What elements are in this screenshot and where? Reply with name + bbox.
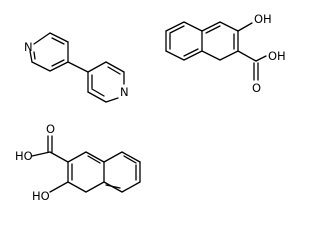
bond bbox=[49, 181, 69, 193]
hydroxynaphthoic-acid-top-structure: OH OH O bbox=[165, 12, 286, 95]
bond bbox=[219, 21, 239, 32]
hydroxyl-label: HO bbox=[32, 189, 50, 203]
bond bbox=[219, 50, 239, 61]
double-bond bbox=[107, 66, 121, 75]
double-bond bbox=[169, 25, 185, 34]
bond bbox=[87, 91, 107, 103]
bond bbox=[49, 151, 69, 163]
bond bbox=[31, 151, 51, 157]
bond bbox=[121, 181, 141, 193]
bond bbox=[67, 151, 87, 163]
bond bbox=[201, 21, 221, 32]
bond bbox=[165, 50, 185, 61]
bond bbox=[49, 61, 69, 72]
bond bbox=[183, 21, 203, 32]
bond bbox=[255, 55, 267, 62]
bond bbox=[165, 21, 185, 32]
bond bbox=[33, 32, 51, 45]
bipyridine-structure: N N bbox=[24, 32, 129, 103]
bond bbox=[237, 50, 257, 62]
bond bbox=[49, 32, 69, 43]
bond bbox=[87, 61, 107, 73]
nitrogen-label: N bbox=[24, 40, 33, 54]
structure-canvas: N N OH OH O O bbox=[15, 12, 286, 203]
bond bbox=[31, 61, 51, 72]
double-bond bbox=[33, 51, 36, 60]
bond bbox=[67, 61, 89, 73]
double-bond bbox=[87, 155, 101, 164]
bond bbox=[183, 50, 203, 61]
double-bond bbox=[91, 88, 105, 97]
bond bbox=[237, 22, 253, 32]
double-bond bbox=[205, 25, 221, 34]
bond bbox=[121, 151, 141, 163]
bond bbox=[67, 181, 87, 193]
carbonyl-oxygen-label: O bbox=[46, 122, 55, 136]
double-bond bbox=[51, 37, 65, 45]
bond bbox=[105, 97, 119, 103]
carbonyl-oxygen-label: O bbox=[252, 81, 261, 95]
bond bbox=[85, 151, 105, 163]
bond bbox=[85, 181, 105, 193]
acid-hydroxyl-label: OH bbox=[268, 49, 286, 63]
bond bbox=[103, 151, 123, 163]
double-bond bbox=[105, 184, 121, 189]
double-bond bbox=[51, 59, 65, 67]
bond bbox=[201, 50, 221, 61]
double-bond bbox=[123, 155, 137, 164]
bond bbox=[105, 61, 125, 73]
nitrogen-label: N bbox=[120, 85, 129, 99]
hydroxynaphthoic-acid-bottom-structure: O HO HO bbox=[15, 122, 141, 203]
acid-hydroxyl-label: HO bbox=[15, 149, 33, 163]
hydroxyl-label: OH bbox=[254, 12, 272, 26]
double-bond bbox=[183, 48, 199, 57]
bond bbox=[29, 50, 33, 63]
